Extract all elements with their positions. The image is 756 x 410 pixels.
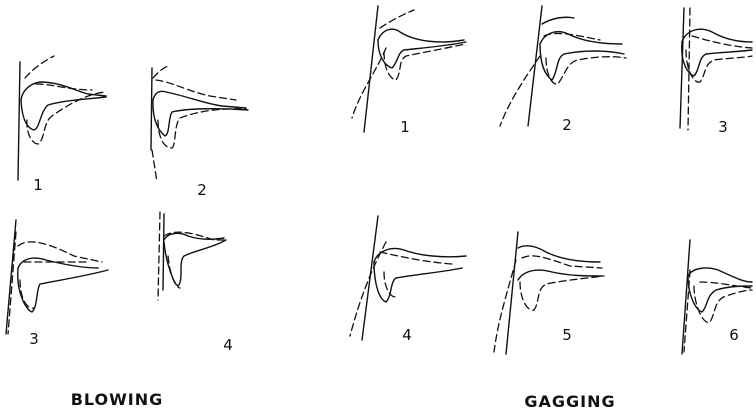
blowing-caption: BLOWING — [71, 390, 164, 409]
blowing-panel-2-label: 2 — [197, 181, 207, 199]
blowing-panel-1-label: 1 — [33, 176, 43, 194]
blowing-panel-4-drawing — [158, 212, 226, 300]
gagging-panel-6-drawing — [682, 240, 752, 354]
blowing-panel-1: 1 — [18, 56, 106, 194]
gagging-panel-5-drawing — [494, 232, 604, 354]
gagging-caption: GAGGING — [524, 392, 615, 410]
gagging-panel-2-label: 2 — [562, 116, 572, 134]
blowing-panel-4: 4 — [158, 212, 233, 354]
blowing-panel-3: 3 — [6, 220, 108, 348]
gagging-panel-2: 2 — [500, 6, 626, 134]
gagging-panel-5: 5 — [494, 232, 604, 354]
gagging-panel-1: 1 — [352, 6, 466, 136]
blowing-panel-3-drawing — [6, 220, 108, 334]
blowing-panel-2-drawing — [151, 66, 248, 182]
gagging-panel-1-label: 1 — [400, 118, 410, 136]
gagging-panel-4: 4 — [350, 216, 466, 344]
blowing-panel-4-label: 4 — [223, 336, 233, 354]
blowing-panel-3-label: 3 — [29, 330, 39, 348]
blowing-panel-2: 2 — [151, 66, 248, 199]
gagging-panel-2-drawing — [500, 6, 626, 126]
gagging-group: 1 2 3 — [350, 6, 752, 410]
gagging-panel-4-label: 4 — [402, 326, 412, 344]
gagging-panel-6: 6 — [682, 240, 752, 354]
gagging-panel-3: 3 — [680, 8, 752, 136]
gagging-panel-5-label: 5 — [562, 326, 572, 344]
gagging-panel-1-drawing — [352, 6, 466, 132]
blowing-group: 1 2 — [6, 56, 248, 409]
gagging-panel-3-label: 3 — [718, 118, 728, 136]
gagging-panel-6-label: 6 — [729, 326, 739, 344]
gagging-panel-4-drawing — [350, 216, 466, 340]
gagging-panel-3-drawing — [680, 8, 752, 130]
blowing-panel-1-drawing — [18, 56, 106, 180]
